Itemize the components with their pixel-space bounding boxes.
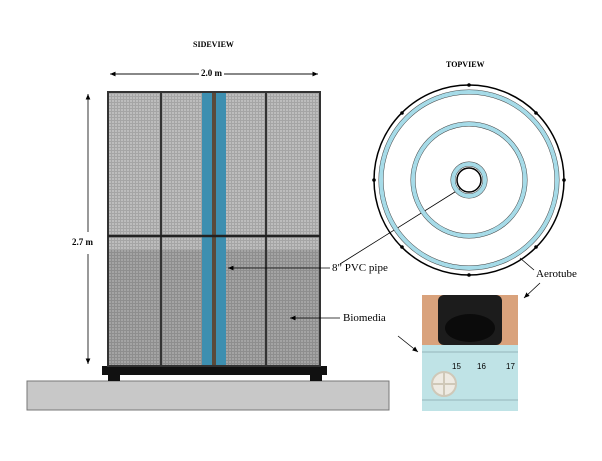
ruler-number: 16 xyxy=(477,362,486,371)
aerotube-label: Aerotube xyxy=(536,268,577,280)
tank-topview xyxy=(372,83,566,277)
width-label: 2.0 m xyxy=(199,68,224,78)
topview-title: TOPVIEW xyxy=(446,60,485,69)
biomedia-label: Biomedia xyxy=(343,312,386,324)
media-photo xyxy=(422,295,518,411)
tank-sideview xyxy=(107,91,321,367)
ruler-number: 17 xyxy=(506,362,515,371)
ground xyxy=(26,380,390,411)
tank-base xyxy=(102,366,327,381)
pvc-pipe xyxy=(202,92,212,366)
ruler-number: 15 xyxy=(452,362,461,371)
pipe-label: 8" PVC pipe xyxy=(332,262,388,274)
sideview-title: SIDEVIEW xyxy=(193,40,234,49)
height-label: 2.7 m xyxy=(72,237,93,247)
